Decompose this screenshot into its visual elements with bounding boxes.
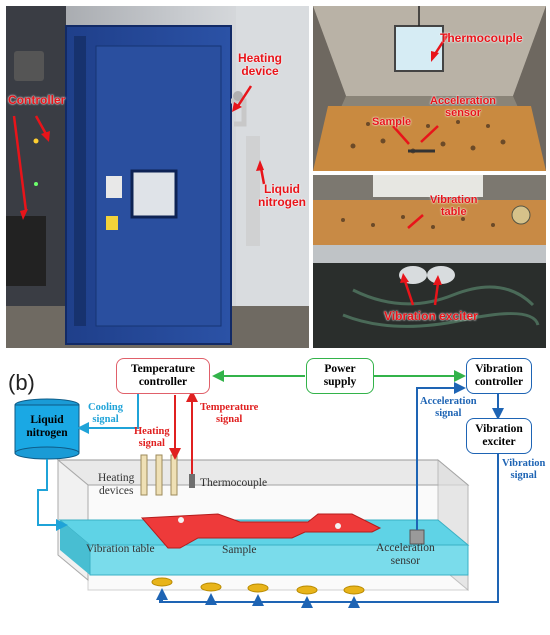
thermocouple-label: Thermocouple: [200, 477, 268, 489]
vibration-photo-drawing: [313, 175, 546, 348]
schematic-drawing: [14, 370, 504, 608]
interior-photo-drawing: [313, 6, 546, 171]
vibration-table-label: Vibration table: [86, 543, 155, 555]
vibration-exciter-box: Vibration exciter: [466, 418, 532, 454]
liquid-nitrogen-annotation: Liquid nitrogen: [258, 182, 306, 209]
vibration-signal-label: Vibration signal: [502, 458, 546, 481]
panel-b-label: (b): [8, 370, 35, 395]
sample-annotation: Sample: [372, 116, 412, 128]
chamber-photo-drawing: [6, 6, 309, 348]
chamber-photo: [6, 6, 309, 348]
acceleration-sensor-label: Acceleration sensor: [376, 542, 435, 567]
vibration-table-annotation: Vibration table: [430, 194, 478, 218]
thermocouple-annotation: Thermocouple: [440, 31, 523, 45]
temperature-signal-label: Temperature signal: [200, 402, 259, 425]
temperature-controller-box: Temperature controller: [116, 358, 210, 394]
vibration-controller-box: Vibration controller: [466, 358, 532, 394]
acceleration-signal-label: Acceleration signal: [420, 396, 477, 419]
controller-annotation: Controller: [8, 93, 66, 107]
heating-devices-label: Heating devices: [98, 472, 135, 497]
cooling-signal-label: Cooling signal: [88, 402, 124, 425]
power-supply-box: Power supply: [306, 358, 374, 394]
vibration-exciter-annotation: Vibration exciter: [384, 309, 478, 323]
acceleration-sensor-annotation: Acceleration sensor: [430, 95, 497, 119]
heating-signal-label: Heating signal: [134, 426, 170, 449]
liquid-nitrogen-label: Liquid nitrogen: [26, 414, 68, 439]
heating-device-annotation: Heating device: [238, 51, 283, 78]
sample-label: Sample: [222, 544, 257, 556]
interior-photo: [313, 6, 546, 171]
vibration-photo: [313, 175, 546, 348]
